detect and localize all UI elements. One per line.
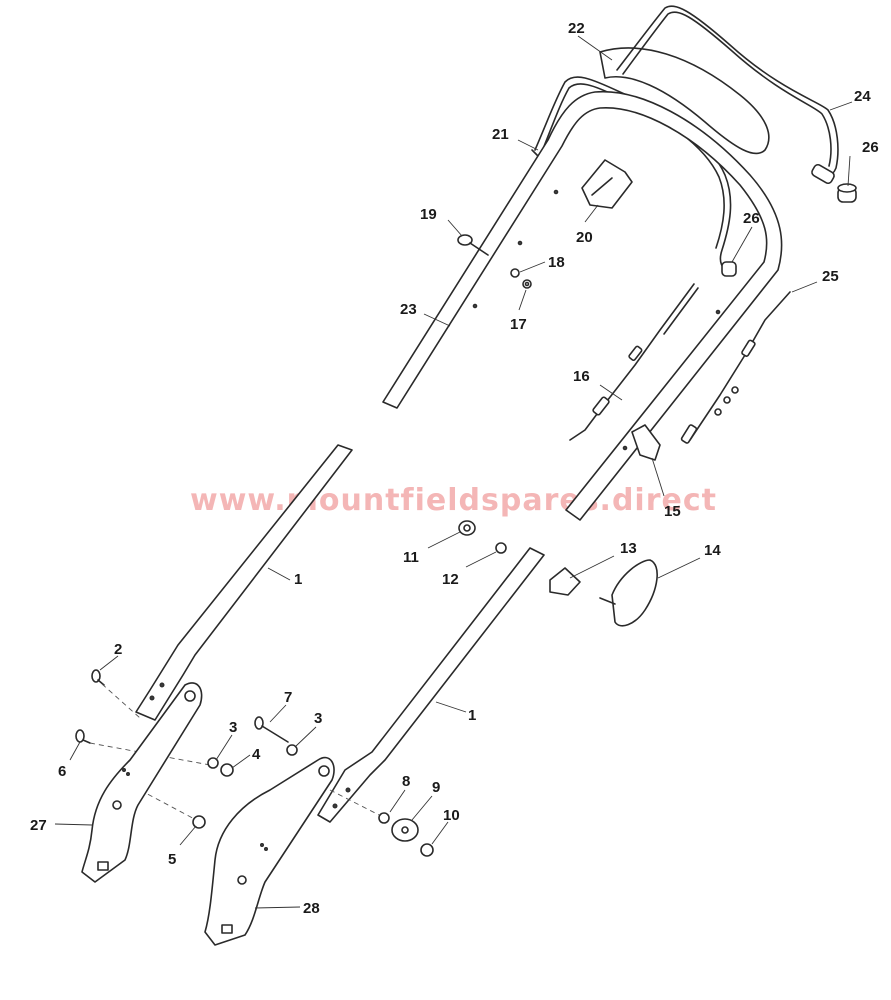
callout-5: 5 bbox=[168, 851, 176, 868]
callout-13: 13 bbox=[620, 540, 637, 557]
part-18-washer bbox=[510, 268, 520, 278]
part-20-cable-guide bbox=[581, 159, 633, 209]
callout-14: 14 bbox=[704, 542, 721, 559]
part-5-nut bbox=[192, 815, 206, 829]
callout-6: 6 bbox=[58, 763, 66, 780]
part-8-washer bbox=[378, 812, 390, 824]
part-24-drive-bail bbox=[616, 5, 839, 185]
part-16-cable bbox=[569, 283, 699, 441]
part-1-lower-tube-right bbox=[317, 547, 545, 823]
callout-28: 28 bbox=[303, 900, 320, 917]
part-19-bolt bbox=[457, 234, 489, 256]
callout-2: 2 bbox=[114, 641, 122, 658]
callout-23: 23 bbox=[400, 301, 417, 318]
part-9-knob bbox=[391, 818, 419, 842]
part-27-bracket-left bbox=[81, 682, 203, 883]
callout-25: 25 bbox=[822, 268, 839, 285]
callout-15: 15 bbox=[664, 503, 681, 520]
callout-11: 11 bbox=[403, 549, 419, 566]
part-4-nut bbox=[220, 763, 234, 777]
part-22-grip bbox=[599, 47, 770, 155]
part-7-bolt bbox=[254, 716, 289, 743]
part-14-knob bbox=[599, 559, 658, 627]
callout-7: 7 bbox=[284, 689, 292, 706]
callout-24: 24 bbox=[854, 88, 871, 105]
part-25-cable bbox=[680, 291, 791, 444]
part-23-upper-handle bbox=[382, 90, 783, 521]
part-3-washer-b bbox=[286, 744, 298, 756]
callout-16: 16 bbox=[573, 368, 590, 385]
callout-10: 10 bbox=[443, 807, 460, 824]
part-28-bracket-right bbox=[204, 756, 335, 946]
callout-21: 21 bbox=[492, 126, 509, 143]
part-6-bolt bbox=[75, 729, 91, 744]
callout-1b: 1 bbox=[468, 707, 476, 724]
callout-22: 22 bbox=[568, 20, 585, 37]
callout-1a: 1 bbox=[294, 571, 302, 588]
callout-26a: 26 bbox=[862, 139, 879, 156]
callout-3a: 3 bbox=[229, 719, 237, 736]
part-1-lower-tube-left bbox=[135, 444, 353, 721]
callout-26b: 26 bbox=[743, 210, 760, 227]
part-3-washer-a bbox=[207, 757, 219, 769]
part-10-nut bbox=[420, 843, 434, 857]
part-15-clip bbox=[631, 424, 661, 461]
part-26-cap-b bbox=[721, 261, 737, 277]
part-26-cap-a bbox=[837, 183, 857, 203]
callout-3b: 3 bbox=[314, 710, 322, 727]
callout-9: 9 bbox=[432, 779, 440, 796]
part-12-nut bbox=[495, 542, 507, 554]
callout-17: 17 bbox=[510, 316, 527, 333]
callout-12: 12 bbox=[442, 571, 459, 588]
part-2-bolt bbox=[91, 669, 105, 686]
callout-19: 19 bbox=[420, 206, 437, 223]
part-17-nut bbox=[522, 279, 532, 289]
callout-8: 8 bbox=[402, 773, 410, 790]
watermark: www.mountfieldspares.direct bbox=[190, 483, 717, 518]
callout-27: 27 bbox=[30, 817, 47, 834]
part-13-clip bbox=[549, 567, 581, 596]
part-11-knob-nut bbox=[458, 520, 476, 536]
callout-18: 18 bbox=[548, 254, 565, 271]
callout-4: 4 bbox=[252, 746, 261, 763]
callout-20: 20 bbox=[576, 229, 593, 246]
